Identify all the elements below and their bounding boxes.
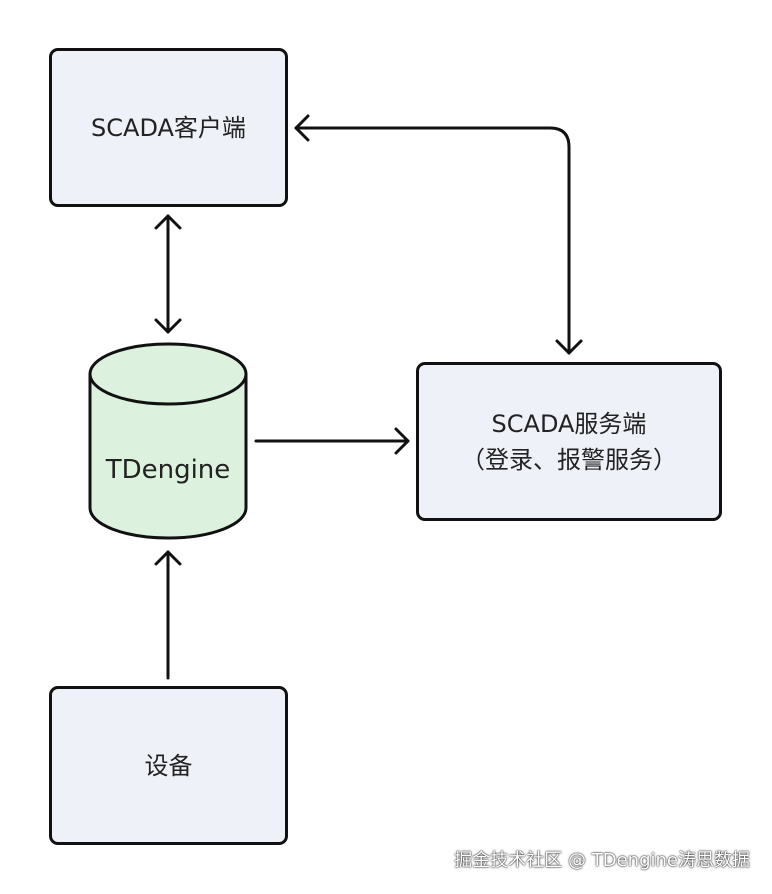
arrowhead-down bbox=[555, 339, 583, 355]
arrowhead-right bbox=[394, 427, 410, 455]
node-label-line1: SCADA服务端 bbox=[491, 409, 647, 438]
node-scada-client: SCADA客户端 bbox=[49, 48, 288, 207]
arrowhead-up bbox=[154, 214, 182, 230]
database-cylinder bbox=[88, 342, 248, 540]
edge-client-database bbox=[154, 214, 182, 334]
edge-client-server bbox=[294, 114, 583, 355]
arrowhead-left bbox=[294, 114, 310, 142]
arrowhead-down bbox=[154, 318, 182, 334]
node-scada-server: SCADA服务端 （登录、报警服务） bbox=[416, 362, 722, 521]
node-tdengine-label: TDengine bbox=[105, 455, 231, 485]
watermark: 掘金技术社区 @ TDengine涛思数据 bbox=[454, 850, 750, 871]
node-label: SCADA客户端 bbox=[91, 113, 246, 142]
node-device: 设备 bbox=[49, 686, 288, 845]
edge-database-server bbox=[254, 427, 410, 455]
node-label-line2: （登录、报警服务） bbox=[461, 445, 677, 474]
arrowhead-up bbox=[154, 550, 182, 566]
node-label: 设备 bbox=[144, 751, 193, 780]
edge-device-database bbox=[154, 550, 182, 680]
